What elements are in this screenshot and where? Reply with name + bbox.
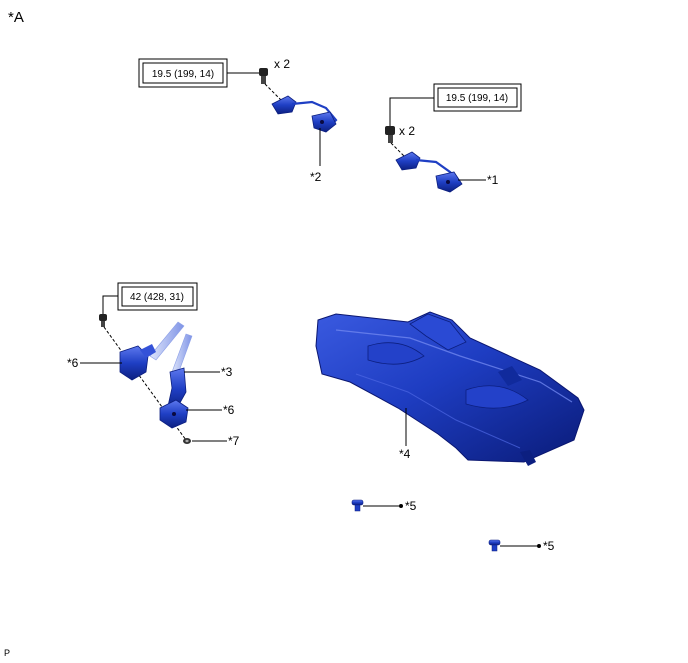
part-5-clip-upper [351,499,364,512]
callout-6-lower: *6 [223,403,235,417]
torque-value-2: 19.5 (199, 14) [446,93,508,104]
torque-spec-box-3: 42 (428, 31) [117,282,198,311]
part-1-bracket [395,151,463,193]
seat-belt-webbing [149,321,193,375]
torque-spec-box-1: 19.5 (199, 14) [138,58,228,88]
bolt-right [385,126,395,143]
part-6-lower-anchor [159,399,189,429]
part-7-nut [183,438,191,444]
callout-dot [399,504,403,508]
callout-1: *1 [487,173,499,187]
callout-6-upper: *6 [67,356,79,370]
torque-value-3: 42 (428, 31) [130,292,184,303]
callout-5-lower: *5 [543,539,555,553]
torque-spec-box-2: 19.5 (199, 14) [433,83,522,112]
callout-7: *7 [228,434,240,448]
part-5-clip-lower [488,539,501,552]
bolt-left [259,68,268,84]
leader-line [389,97,434,127]
leader-line [102,295,118,314]
callout-5-upper: *5 [405,499,417,513]
torque-value-1: 19.5 (199, 14) [152,69,214,80]
figure-label: *A [8,9,24,26]
callout-2: *2 [310,170,322,184]
bolt-right-quantity: x 2 [399,124,415,138]
callout-3: *3 [221,365,233,379]
dashed-guide [264,83,282,101]
bolt-belt [99,314,107,327]
callout-4: *4 [399,447,411,461]
dashed-guide [390,142,407,159]
bolt-left-quantity: x 2 [274,57,290,71]
page-marker: P [4,648,10,658]
callout-dot [537,544,541,548]
part-2-bracket [271,95,338,133]
part-6-upper-anchor [119,344,156,381]
part-4-seat-cushion [315,311,585,466]
